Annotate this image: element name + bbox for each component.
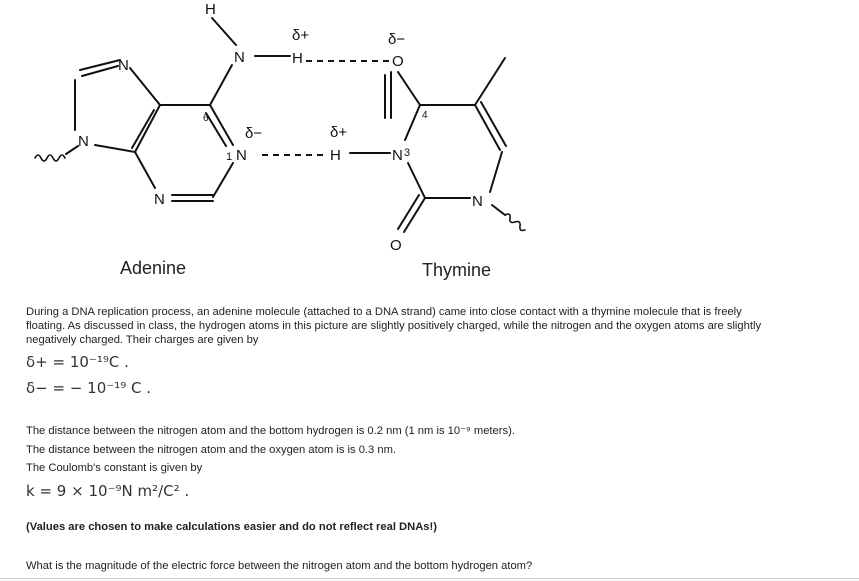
question-text: What is the magnitude of the electric fo…: [26, 560, 533, 572]
disclaimer-note: (Values are chosen to make calculations …: [26, 521, 437, 533]
delta-minus-equation: δ− = − 10⁻¹⁹ C .: [26, 379, 151, 397]
ring-position-6-label: 6: [203, 113, 209, 124]
adenine-name: Adenine: [120, 258, 186, 278]
partial-charge-positive-mid: δ+: [330, 124, 347, 141]
dna-base-pair-diagram: H N H O N 1 H N 3 N N N N O 6 4 δ+ δ− δ−…: [34, 1, 526, 280]
n1-number-label: 1: [226, 151, 232, 163]
thymine-ring-n-bottom-label: N: [472, 193, 483, 210]
coulomb-constant-equation: k = 9 × 10⁻⁹N m²/C² .: [26, 482, 190, 500]
hydrogen-top-label: H: [205, 1, 216, 18]
adenine-ring-n-bottom-label: N: [154, 191, 165, 208]
distance-n-h-text: The distance between the nitrogen atom a…: [26, 425, 515, 437]
partial-charge-negative-mid: δ−: [245, 125, 262, 142]
hydrogen-mid-label: H: [292, 50, 303, 67]
delta-plus-equation: δ+ = 10⁻¹⁹C .: [26, 353, 129, 371]
coulomb-intro-text: The Coulomb's constant is given by: [26, 462, 203, 474]
distance-n-o-text: The distance between the nitrogen atom a…: [26, 444, 397, 456]
adenine-ring-n-left-label: N: [78, 133, 89, 150]
nitrogen-n3-label: N: [392, 147, 403, 164]
intro-line-3: negatively charged. Their charges are gi…: [26, 334, 259, 346]
thymine-name: Thymine: [422, 260, 491, 280]
oxygen-bottom-label: O: [390, 237, 402, 254]
hydrogen-bottom-label: H: [330, 147, 341, 164]
adenine-ring-n-top-label: N: [118, 57, 129, 74]
intro-line-2: floating. As discussed in class, the hyd…: [26, 320, 762, 332]
ring-position-4-label: 4: [422, 110, 428, 121]
oxygen-top-label: O: [392, 53, 404, 70]
partial-charge-negative-top: δ−: [388, 31, 405, 48]
intro-line-1: During a DNA replication process, an ade…: [26, 306, 742, 318]
nitrogen-amine-label: N: [234, 49, 245, 66]
partial-charge-positive-top: δ+: [292, 27, 309, 44]
nitrogen-n1-label: N: [236, 147, 247, 164]
bottom-divider: [0, 578, 859, 579]
n3-number-label: 3: [404, 147, 410, 159]
